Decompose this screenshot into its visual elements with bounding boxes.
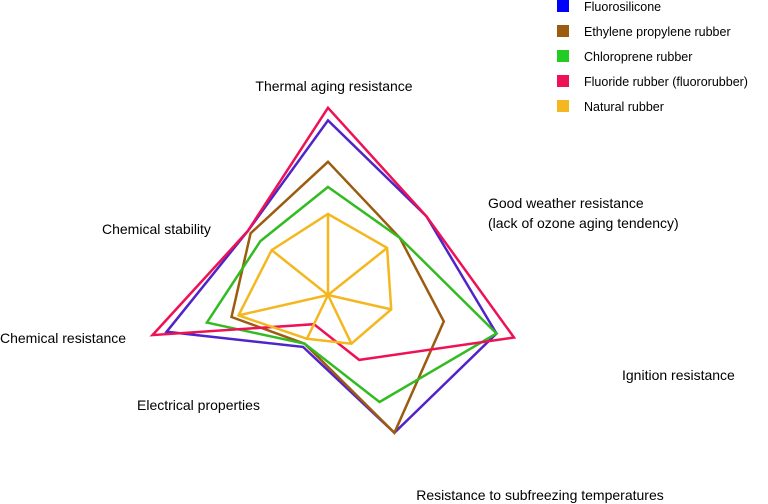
legend: Fluorosilicone Ethylene propylene rubber…: [557, 0, 748, 114]
legend-swatch-3: [557, 75, 569, 87]
axis-label-subfreezing: Resistance to subfreezing temperatures: [416, 487, 663, 503]
axis-label-ignition: Ignition resistance: [622, 367, 735, 383]
axis-label-weather-resistance: Good weather resistance (lack of ozone a…: [488, 195, 679, 231]
series-polygon-1: [230, 160, 446, 435]
legend-swatch-0: [557, 0, 569, 12]
axis-label-chemical-resistance: Chemical resistance: [0, 330, 126, 346]
legend-label-0: Fluorosilicone: [584, 0, 661, 14]
spoke-5: [238, 293, 329, 317]
spoke-6: [270, 249, 329, 296]
axis-label-electrical: Electrical properties: [137, 397, 260, 413]
axis-label-chemical-stability: Chemical stability: [102, 221, 211, 237]
series-polygon-0: [164, 118, 499, 435]
spoke-1: [327, 246, 388, 296]
spoke-3: [326, 294, 353, 345]
legend-swatch-4: [557, 100, 569, 112]
legend-label-4: Natural rubber: [584, 100, 664, 114]
spoke-4: [305, 294, 330, 340]
axis-label-thermal-aging: Thermal aging resistance: [255, 78, 412, 94]
legend-label-1: Ethylene propylene rubber: [584, 25, 731, 39]
legend-label-3: Fluoride rubber (fluororubber): [584, 75, 748, 89]
legend-swatch-2: [557, 50, 569, 62]
series-layer: [149, 105, 517, 435]
legend-label-2: Chloroprene rubber: [584, 50, 692, 64]
legend-swatch-1: [557, 25, 569, 37]
series-polygon-2: [204, 185, 499, 404]
axis-label-weather-line-2: (lack of ozone aging tendency): [488, 215, 679, 231]
spoke-2: [327, 293, 392, 311]
series-polygon-4: [236, 212, 393, 346]
axis-label-weather-line-1: Good weather resistance: [488, 195, 644, 211]
